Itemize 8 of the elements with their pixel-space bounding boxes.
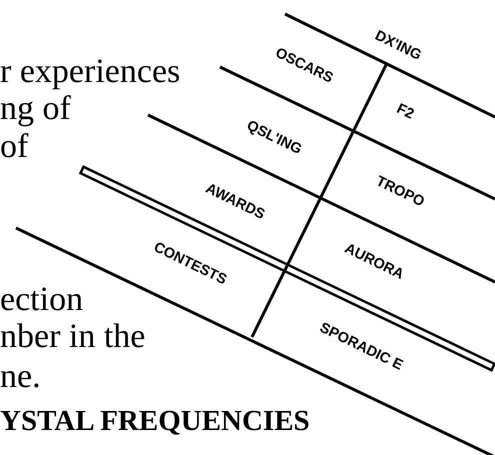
body-text: r experiences (0, 55, 180, 89)
body-text: nber in the (0, 320, 146, 354)
body-text: ng of (0, 92, 71, 126)
sign-label: F2 (394, 102, 416, 122)
body-text: ection (0, 283, 84, 317)
section-heading: YSTAL FREQUENCIES (0, 407, 310, 436)
body-text: of (0, 130, 28, 164)
body-text: ne. (0, 360, 41, 394)
